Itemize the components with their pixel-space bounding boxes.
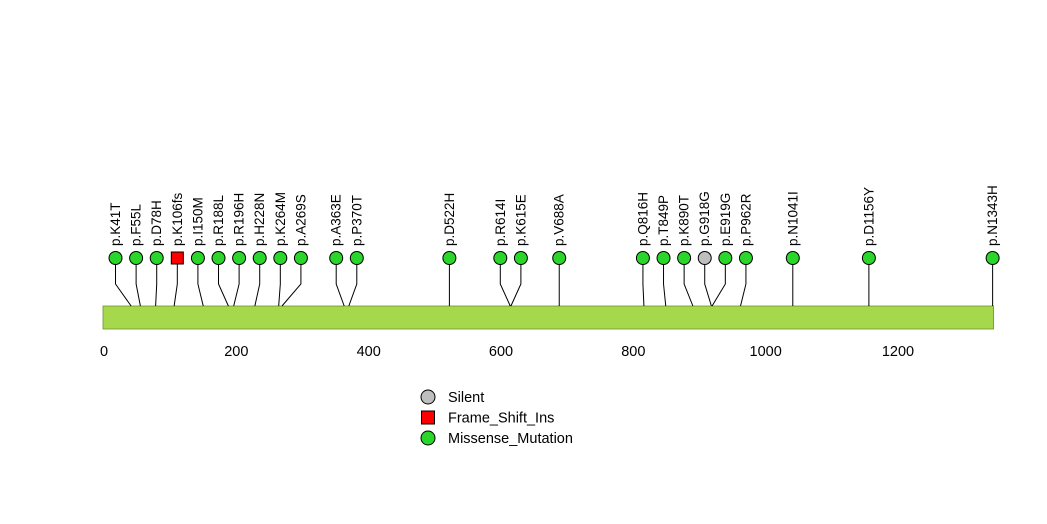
axis-tick-label: 400 xyxy=(357,344,381,360)
mutation-label: p.E919G xyxy=(718,193,733,246)
legend-label-silent: Silent xyxy=(448,390,484,406)
mutation-stem xyxy=(348,264,358,307)
mutation-stem xyxy=(683,264,694,307)
protein-bar xyxy=(102,305,995,330)
mutation-label: p.Q816H xyxy=(635,192,650,246)
mutation-label: p.T849P xyxy=(656,195,671,246)
axis-tick-label: 0 xyxy=(100,344,108,360)
mutation-stem xyxy=(173,264,178,307)
mutation-stem xyxy=(155,264,158,307)
mutation-label: p.N1041I xyxy=(785,191,800,246)
mutation-stem xyxy=(254,264,261,307)
mutation-stem xyxy=(218,264,229,307)
mutation-marker-missense_mutation xyxy=(129,251,144,265)
mutation-label: p.A363E xyxy=(329,194,344,246)
mutation-marker-missense_mutation xyxy=(656,251,671,265)
mutation-stem xyxy=(740,264,747,307)
mutation-marker-missense_mutation xyxy=(677,251,692,265)
mutation-marker-missense_mutation xyxy=(293,251,308,265)
mutation-stem xyxy=(510,264,522,307)
mutation-marker-missense_mutation xyxy=(985,251,1000,265)
mutation-marker-missense_mutation xyxy=(442,251,457,265)
mutation-marker-missense_mutation xyxy=(190,251,205,265)
mutation-marker-missense_mutation xyxy=(738,251,753,265)
mutation-marker-missense_mutation xyxy=(513,251,528,265)
mutation-stem xyxy=(711,264,726,307)
mutation-stem xyxy=(663,264,667,307)
mutation-marker-missense_mutation xyxy=(349,251,364,265)
axis-tick-label: 200 xyxy=(224,344,248,360)
mutation-stem xyxy=(281,264,302,307)
mutation-label: p.D78H xyxy=(149,200,164,246)
mutation-marker-missense_mutation xyxy=(493,251,508,265)
legend-label-frame_shift_ins: Frame_Shift_Ins xyxy=(448,411,554,427)
mutation-stem xyxy=(278,264,281,307)
mutation-label: p.K264M xyxy=(273,192,288,246)
mutation-label: p.I150M xyxy=(190,197,205,246)
mutation-stem xyxy=(135,264,141,307)
legend-marker-missense_mutation xyxy=(420,430,436,446)
mutation-stem xyxy=(499,264,511,307)
axis-tick-label: 1200 xyxy=(882,344,914,360)
mutation-stem xyxy=(642,264,645,307)
mutation-marker-missense_mutation xyxy=(329,251,344,265)
mutation-marker-frame_shift_ins xyxy=(170,251,184,265)
mutation-label: p.A269S xyxy=(293,194,308,246)
mutation-label: p.K41T xyxy=(108,202,123,246)
mutation-marker-missense_mutation xyxy=(211,251,226,265)
mutation-label: p.R614I xyxy=(493,199,508,246)
legend-marker-frame_shift_ins xyxy=(421,410,435,425)
mutation-stem xyxy=(335,264,345,307)
mutation-label: p.D1156Y xyxy=(861,187,876,246)
mutation-marker-missense_mutation xyxy=(252,251,267,265)
mutation-marker-missense_mutation xyxy=(273,251,288,265)
axis-tick-label: 600 xyxy=(489,344,513,360)
mutation-stem xyxy=(704,264,712,307)
mutation-stem xyxy=(197,264,204,307)
mutation-marker-missense_mutation xyxy=(718,251,733,265)
legend-label-missense_mutation: Missense_Mutation xyxy=(448,431,573,447)
mutation-marker-missense_mutation xyxy=(149,251,164,265)
mutation-label: p.K890T xyxy=(677,195,692,246)
mutation-label: p.V688A xyxy=(552,194,567,246)
mutation-label: p.K106fs xyxy=(170,192,185,246)
mutation-label: p.K615E xyxy=(513,194,528,246)
mutation-marker-missense_mutation xyxy=(108,251,123,265)
mutation-label: p.P370T xyxy=(349,195,364,246)
axis-tick-label: 800 xyxy=(621,344,645,360)
mutation-marker-silent xyxy=(697,251,712,265)
mutation-marker-missense_mutation xyxy=(552,251,567,265)
mutation-label: p.P962R xyxy=(738,193,753,246)
mutation-label: p.N1343H xyxy=(985,185,1000,246)
mutation-label: p.H228N xyxy=(252,193,267,246)
mutation-marker-missense_mutation xyxy=(785,251,800,265)
mutation-label: p.F55L xyxy=(129,203,144,246)
mutation-label: p.D522H xyxy=(442,193,457,246)
mutation-stem xyxy=(115,264,132,307)
mutation-stem xyxy=(233,264,240,307)
mutation-marker-missense_mutation xyxy=(232,251,247,265)
mutation-marker-missense_mutation xyxy=(635,251,650,265)
mutation-label: p.R188L xyxy=(211,194,226,246)
mutation-label: p.R196H xyxy=(232,193,247,246)
mutation-marker-missense_mutation xyxy=(861,251,876,265)
mutation-label: p.G918G xyxy=(697,191,712,246)
axis-tick-label: 1000 xyxy=(750,344,782,360)
legend-marker-silent xyxy=(420,389,436,405)
